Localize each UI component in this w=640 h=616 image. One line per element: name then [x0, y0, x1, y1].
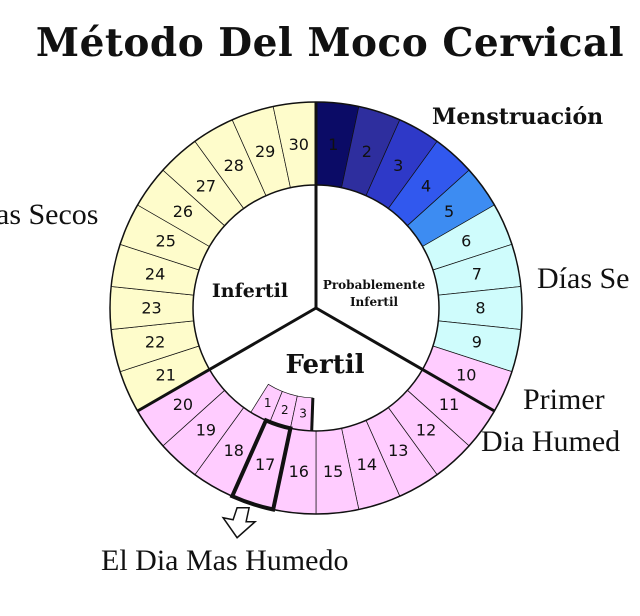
day-number: 2 [362, 142, 372, 161]
day-number: 23 [141, 299, 161, 318]
day-number: 3 [393, 156, 403, 175]
day-number: 17 [255, 455, 275, 474]
day-number: 24 [145, 264, 165, 283]
day-number: 8 [475, 299, 485, 318]
probably-infertile-label-line1: Probablemente [323, 278, 426, 292]
day-number: 2 [281, 403, 289, 417]
fertile-zone-label: Fertil [285, 350, 364, 380]
day-number: 25 [156, 232, 176, 251]
page-title: Método Del Moco Cervical [35, 20, 625, 66]
day-number: 16 [289, 462, 309, 481]
day-number: 3 [299, 407, 307, 421]
day-number: 18 [224, 441, 244, 460]
highlight-day-outline [229, 417, 293, 512]
day-number: 21 [156, 365, 176, 384]
first-wet-day-label-line2: Dia Humed [481, 425, 621, 458]
day-number: 9 [472, 333, 482, 352]
day-number: 13 [388, 441, 408, 460]
menstruation-label: Menstruación [432, 104, 604, 130]
day-number: 10 [456, 365, 476, 384]
day-number: 22 [145, 333, 165, 352]
day-number: 27 [196, 176, 216, 195]
wettest-day-label: El Dia Mas Humedo [101, 544, 349, 577]
day-number: 5 [444, 202, 454, 221]
day-number: 7 [472, 264, 482, 283]
day-number: 20 [173, 395, 193, 414]
day-number: 6 [461, 232, 471, 251]
arrow-down-icon [221, 506, 258, 539]
probably-infertile-label-line2: Infertil [350, 295, 399, 309]
dry-days-label-left: as Secos [0, 198, 99, 231]
day-number: 26 [173, 202, 193, 221]
wheel-overlay [109, 101, 523, 539]
day-number: 12 [416, 421, 436, 440]
first-wet-day-label: Primer [523, 383, 605, 416]
day-number: 11 [439, 395, 459, 414]
day-number: 14 [357, 455, 377, 474]
day-number: 28 [224, 156, 244, 175]
day-number: 15 [323, 462, 343, 481]
day-number: 19 [196, 421, 216, 440]
day-number: 1 [264, 396, 272, 410]
day-number: 30 [289, 135, 309, 154]
day-number: 29 [255, 142, 275, 161]
dry-days-label-right: Días Se [537, 262, 630, 295]
infertile-zone-label: Infertil [212, 280, 288, 302]
day-number: 4 [421, 176, 431, 195]
day-number: 1 [328, 135, 338, 154]
